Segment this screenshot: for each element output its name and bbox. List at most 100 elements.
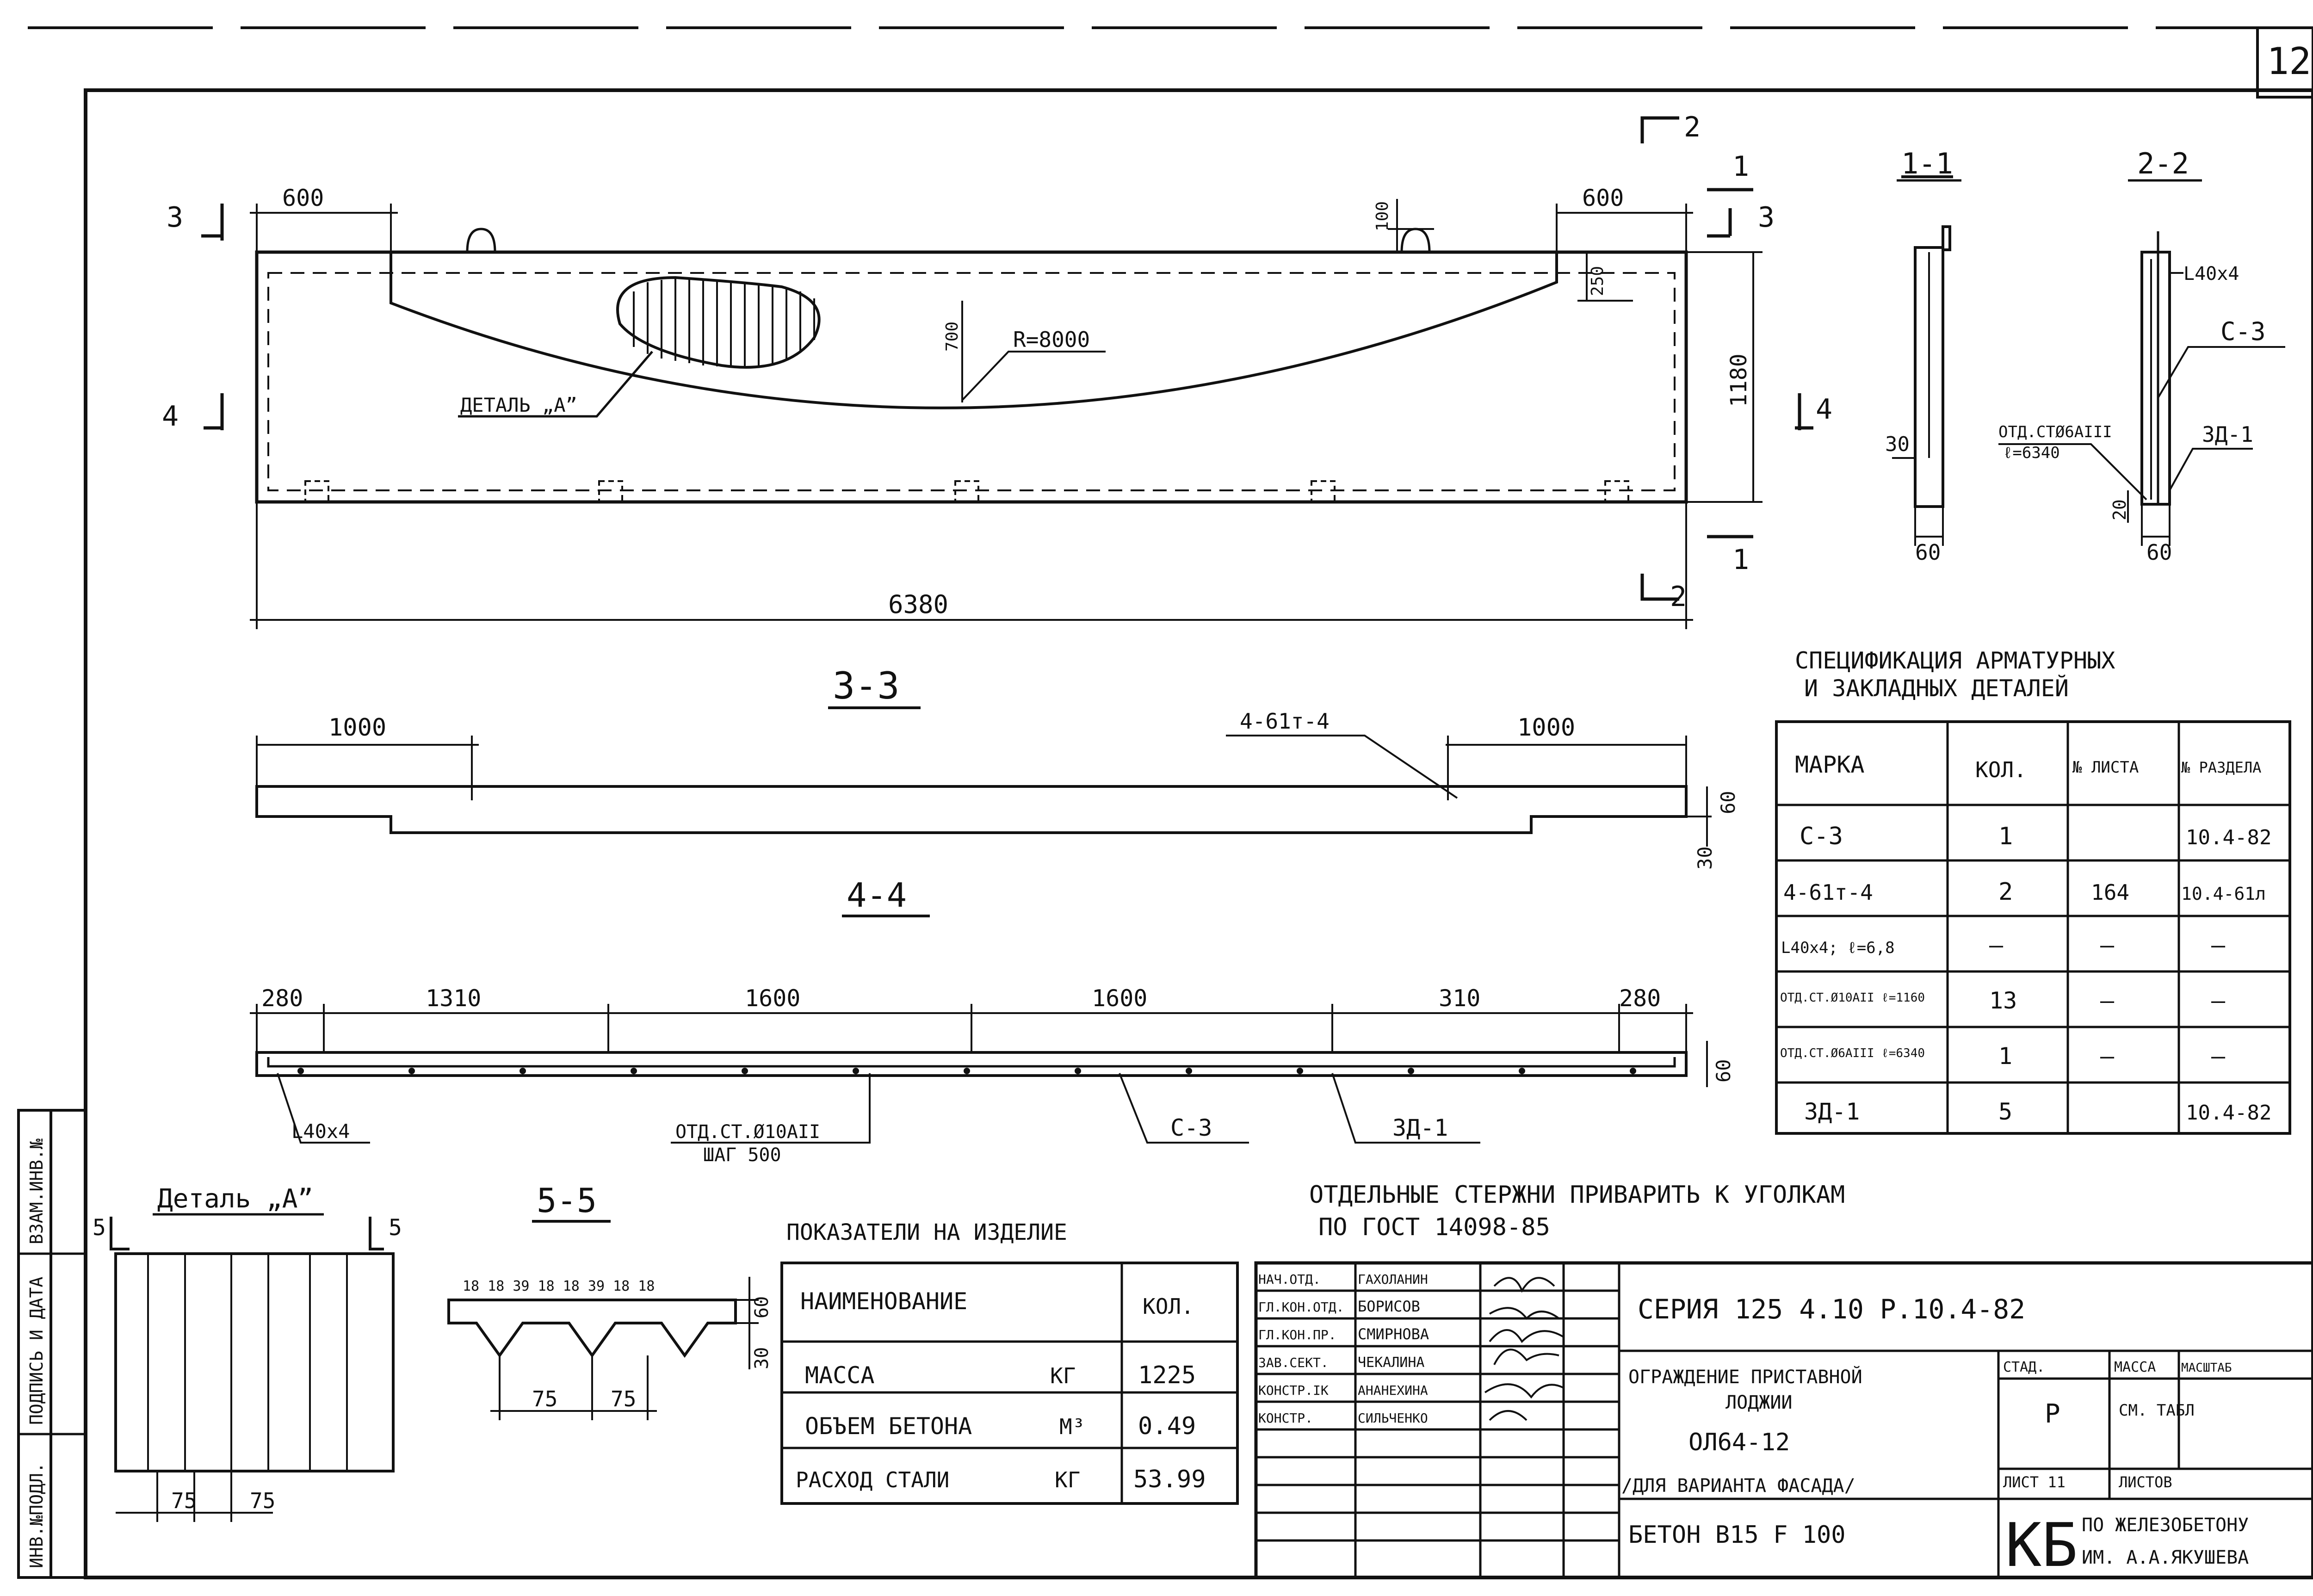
embed-plate bbox=[954, 480, 979, 503]
side-stamp-replace: ВЗАМ.ИНВ.№ bbox=[26, 1138, 47, 1244]
section-2-2-profile bbox=[2140, 251, 2171, 506]
signer-name-2: СМИРНОВА bbox=[1358, 1325, 1429, 1343]
panel-outline bbox=[255, 250, 1688, 504]
sheet-number: 12 bbox=[2267, 40, 2311, 83]
spec-row-1-sheet: 164 bbox=[2091, 880, 2129, 905]
indicators-title: ПОКАЗАТЕЛИ НА ИЗДЕЛИЕ bbox=[786, 1219, 1067, 1245]
spec-row-2-qty: — bbox=[1989, 932, 2004, 959]
cut-mark-3-left bbox=[201, 204, 224, 241]
signer-name-5: СИЛЬЧЕНКО bbox=[1358, 1410, 1428, 1426]
rebar-dashed bbox=[267, 272, 1676, 491]
section-3-3-dim-right: 1000 bbox=[1517, 714, 1575, 742]
note-line-2: ПО ГОСТ 14098-85 bbox=[1318, 1213, 1550, 1241]
detail-leader bbox=[458, 351, 653, 418]
indicators-header-qty: КОЛ. bbox=[1143, 1294, 1194, 1319]
section-5-5: 5-5 18 18 39 18 18 39 18 18 75 75 60 30 bbox=[447, 1181, 773, 1420]
spec-row-2-sheet: — bbox=[2100, 932, 2115, 959]
section-5-5-top-dims: 18 18 39 18 18 39 18 18 bbox=[463, 1278, 655, 1294]
dim-700: 700 bbox=[943, 322, 962, 352]
detail-a-title: Деталь „А” bbox=[157, 1184, 313, 1214]
section-1-1: 1-1 60 30 bbox=[1885, 147, 1961, 565]
spec-title-2: И ЗАКЛАДНЫХ ДЕТАЛЕЙ bbox=[1804, 674, 2069, 702]
section-4-4-angle: L40x4 bbox=[291, 1120, 350, 1143]
section-5-5-dim1: 75 bbox=[532, 1386, 557, 1411]
indicator-value-2: 53.99 bbox=[1133, 1466, 1206, 1493]
spec-row-2-mark: L40x4; ℓ=6,8 bbox=[1781, 939, 1895, 957]
section-3-3-profile bbox=[255, 785, 1688, 834]
section-4-4-mesh: С-3 bbox=[1170, 1114, 1212, 1141]
spec-row-3-mark: ОТД.СТ.Ø10АII ℓ=1160 bbox=[1780, 991, 1925, 1005]
section-3-3-dim60: 60 bbox=[1717, 791, 1739, 814]
spec-row-3-qty: 13 bbox=[1989, 987, 2017, 1014]
indicator-unit-0: КГ bbox=[1050, 1363, 1076, 1388]
section-4-4-dim-2: 1600 bbox=[745, 985, 800, 1012]
section-1-1-title: 1-1 bbox=[1901, 147, 1953, 180]
stamp-mark: ОЛ64-12 bbox=[1688, 1429, 1790, 1456]
section-1-1-dim60: 60 bbox=[1915, 540, 1941, 565]
section-4-4-title: 4-4 bbox=[847, 876, 907, 915]
section-4-4-dim-1: 1310 bbox=[426, 985, 481, 1012]
signer-role-2: ГЛ.КОН.ПР. bbox=[1258, 1327, 1336, 1342]
stamp-scale-header: МАСШТАБ bbox=[2181, 1361, 2232, 1375]
spec-row-1-mark: 4-61т-4 bbox=[1783, 880, 1873, 905]
section-2-2-dim60: 60 bbox=[2146, 540, 2172, 565]
stamp-sheets: ЛИСТОВ bbox=[2119, 1473, 2172, 1491]
signer-role-4: КОНСТР.IК bbox=[1258, 1383, 1329, 1398]
section-2-2-title: 2-2 bbox=[2137, 147, 2189, 180]
section-5-5-title: 5-5 bbox=[537, 1181, 597, 1220]
radius-label: R=8000 bbox=[1013, 327, 1090, 352]
stamp-title-3: /ДЛЯ ВАРИАНТА ФАСАДА/ bbox=[1621, 1475, 1855, 1497]
spec-row-4-mark: ОТД.СТ.Ø6АIII ℓ=6340 bbox=[1780, 1046, 1925, 1060]
indicators-header-name: НАИМЕНОВАНИЕ bbox=[800, 1288, 967, 1315]
stamp-sheet: ЛИСТ 11 bbox=[2003, 1473, 2066, 1491]
section-4-4-dim-5: 280 bbox=[1619, 985, 1661, 1012]
cut-label-3b: 3 bbox=[1758, 201, 1775, 234]
sheet-number-box bbox=[2256, 26, 2313, 99]
section-2-2-dim20: 20 bbox=[2109, 499, 2130, 520]
section-5-5-dim2: 75 bbox=[611, 1386, 636, 1411]
side-stamp-signature: ПОДПИСЬ И ДАТА bbox=[26, 1277, 47, 1425]
signer-name-3: ЧЕКАЛИНА bbox=[1358, 1355, 1425, 1371]
section-3-3: 3-3 1000 1000 4-61т-4 60 30 bbox=[255, 664, 1739, 870]
indicator-value-0: 1225 bbox=[1138, 1361, 1196, 1389]
signer-name-4: АНАНЕХИНА bbox=[1358, 1383, 1428, 1398]
stamp-mass: СМ. ТАБЛ bbox=[2119, 1401, 2195, 1420]
stamp-stage-header: СТАД. bbox=[2003, 1359, 2045, 1375]
indicator-unit-2: КГ bbox=[1055, 1467, 1080, 1492]
stamp-stage: Р bbox=[2045, 1399, 2060, 1429]
stamp-org-line1: ПО ЖЕЛЕЗОБЕТОНУ bbox=[2082, 1515, 2249, 1536]
signer-role-1: ГЛ.КОН.ОТД. bbox=[1258, 1299, 1344, 1315]
spec-header-sheet: № ЛИСТА bbox=[2072, 758, 2139, 777]
embed-plate bbox=[304, 480, 329, 503]
signer-role-0: НАЧ.ОТД. bbox=[1258, 1272, 1321, 1287]
indicator-name-2: РАСХОД СТАЛИ bbox=[796, 1467, 949, 1492]
detail-a-cut-left: 5 bbox=[93, 1215, 106, 1241]
section-4-4-embed: ЗД-1 bbox=[1392, 1114, 1448, 1141]
spec-row-3-section: — bbox=[2211, 987, 2226, 1014]
cut-label-2: 2 bbox=[1684, 111, 1701, 143]
drawing-frame bbox=[84, 88, 2313, 1579]
cut-mark-2-bottom bbox=[1640, 574, 1679, 601]
section-2-2-rod-length: ℓ=6340 bbox=[2003, 444, 2060, 462]
detail-a-dim1: 75 bbox=[171, 1488, 197, 1513]
indicator-unit-1: М³ bbox=[1059, 1414, 1085, 1439]
spec-row-5-mark: ЗД-1 bbox=[1804, 1098, 1860, 1125]
detail-a: Деталь „А” 5 5 75 75 bbox=[93, 1184, 402, 1522]
detail-a-dim2: 75 bbox=[250, 1488, 275, 1513]
indicator-value-1: 0.49 bbox=[1138, 1412, 1196, 1440]
signer-role-3: ЗАВ.СЕКТ. bbox=[1258, 1355, 1329, 1370]
dim-100: 100 bbox=[1373, 201, 1392, 231]
side-stamp-inv: ИНВ.№ПОДЛ. bbox=[26, 1462, 47, 1568]
spec-row-0-section: 10.4-82 bbox=[2186, 826, 2271, 849]
detail-a-label: ДЕТАЛЬ „А” bbox=[460, 394, 577, 416]
detail-a-hatch bbox=[616, 276, 821, 369]
dim-6380: 6380 bbox=[888, 590, 948, 619]
spec-table: СПЕЦИФИКАЦИЯ АРМАТУРНЫХ И ЗАКЛАДНЫХ ДЕТА… bbox=[1775, 647, 2291, 1135]
spec-row-1-section: 10.4-61л bbox=[2181, 884, 2266, 904]
section-4-4-dim60: 60 bbox=[1712, 1059, 1735, 1083]
cut-label-4: 4 bbox=[162, 400, 179, 433]
cut-label-3: 3 bbox=[167, 201, 183, 234]
signature-scribbles bbox=[1484, 1277, 1565, 1421]
section-4-4: 4-4 280 1310 1600 1600 310 280 60 bbox=[250, 876, 1735, 1166]
lifting-loop bbox=[1400, 228, 1431, 253]
